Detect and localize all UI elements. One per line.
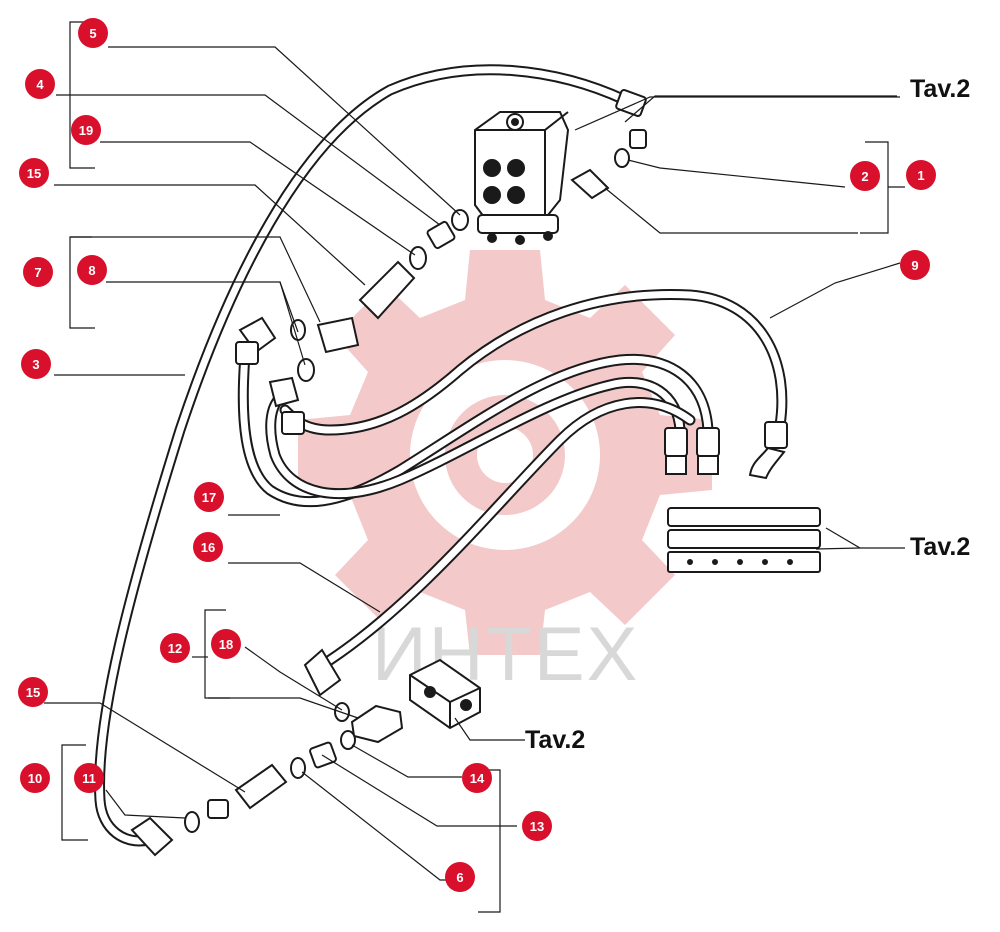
tav-reference-top: Tav.2 <box>910 75 970 103</box>
callout-15-top: 15 <box>19 158 49 188</box>
nut-1 <box>629 129 647 149</box>
manifold-blocks <box>667 507 821 573</box>
callout-1: 1 <box>906 160 936 190</box>
callout-17: 17 <box>194 482 224 512</box>
svg-text:18: 18 <box>219 637 233 652</box>
steering-unit <box>474 111 570 245</box>
callout-2: 2 <box>850 161 880 191</box>
hose-fittings <box>130 89 788 857</box>
tee-18 <box>350 704 404 744</box>
callouts: 5 4 19 15 7 8 3 2 1 9 17 16 12 18 15 10 … <box>18 18 936 892</box>
elbow-2 <box>570 168 610 200</box>
elbow-bottom <box>303 648 342 697</box>
callout-10: 10 <box>20 763 50 793</box>
watermark-gear-logo <box>298 250 712 655</box>
callout-9: 9 <box>900 250 930 280</box>
coupler-15-bottom <box>234 763 288 810</box>
brackets <box>61 21 905 913</box>
svg-text:1: 1 <box>917 168 924 183</box>
seal-5 <box>451 209 469 231</box>
adapter-4 <box>426 220 456 250</box>
elbow-hose-9 <box>748 446 786 480</box>
svg-text:7: 7 <box>34 265 41 280</box>
callout-7: 7 <box>23 257 53 287</box>
seal-11 <box>184 811 200 833</box>
hoses <box>94 64 788 847</box>
fitting-left <box>235 341 259 365</box>
callout-19: 19 <box>71 115 101 145</box>
callout-16: 16 <box>193 532 223 562</box>
callout-8: 8 <box>77 255 107 285</box>
svg-text:13: 13 <box>530 819 544 834</box>
tav-reference-mid: Tav.2 <box>910 533 970 561</box>
fitting-mid <box>281 411 305 435</box>
fitting-top <box>615 89 647 117</box>
seal-6 <box>290 757 306 779</box>
svg-text:2: 2 <box>861 169 868 184</box>
callout-3: 3 <box>21 349 51 379</box>
svg-text:3: 3 <box>32 357 39 372</box>
coupler-15-top <box>358 260 416 320</box>
elbow-low-left <box>130 816 174 857</box>
fitting-nut-1 <box>665 455 687 475</box>
callout-12: 12 <box>160 633 190 663</box>
svg-text:14: 14 <box>470 771 485 786</box>
svg-text:9: 9 <box>911 258 918 273</box>
callout-6: 6 <box>445 862 475 892</box>
valve-block <box>409 658 481 730</box>
svg-text:6: 6 <box>456 870 463 885</box>
svg-text:17: 17 <box>202 490 216 505</box>
svg-text:5: 5 <box>89 26 96 41</box>
fitting-end-2 <box>696 427 720 457</box>
fittings-small <box>184 129 647 833</box>
svg-text:10: 10 <box>28 771 42 786</box>
svg-text:15: 15 <box>26 685 40 700</box>
callout-14: 14 <box>462 763 492 793</box>
callout-13: 13 <box>522 811 552 841</box>
fitting-end-3 <box>764 421 788 449</box>
fitting-nut-2 <box>697 455 719 475</box>
svg-text:4: 4 <box>36 77 44 92</box>
svg-text:11: 11 <box>82 771 96 786</box>
svg-text:12: 12 <box>168 641 182 656</box>
svg-text:15: 15 <box>27 166 41 181</box>
seal-19 <box>409 246 427 270</box>
callout-4: 4 <box>25 69 55 99</box>
fitting-end-1 <box>664 427 688 457</box>
seal-1 <box>614 148 630 168</box>
svg-text:16: 16 <box>201 540 215 555</box>
elbow-mid <box>268 376 300 408</box>
seal-8a <box>290 319 306 341</box>
tav-reference-bottom: Tav.2 <box>525 726 585 754</box>
callout-18: 18 <box>211 629 241 659</box>
callout-15-bottom: 15 <box>18 677 48 707</box>
tee-7 <box>316 316 360 354</box>
seal-8b <box>297 358 315 382</box>
seal-14 <box>340 730 356 750</box>
svg-text:8: 8 <box>88 263 95 278</box>
callout-11: 11 <box>74 763 104 793</box>
svg-text:19: 19 <box>79 123 93 138</box>
callout-5: 5 <box>78 18 108 48</box>
adapter-11 <box>207 799 229 819</box>
